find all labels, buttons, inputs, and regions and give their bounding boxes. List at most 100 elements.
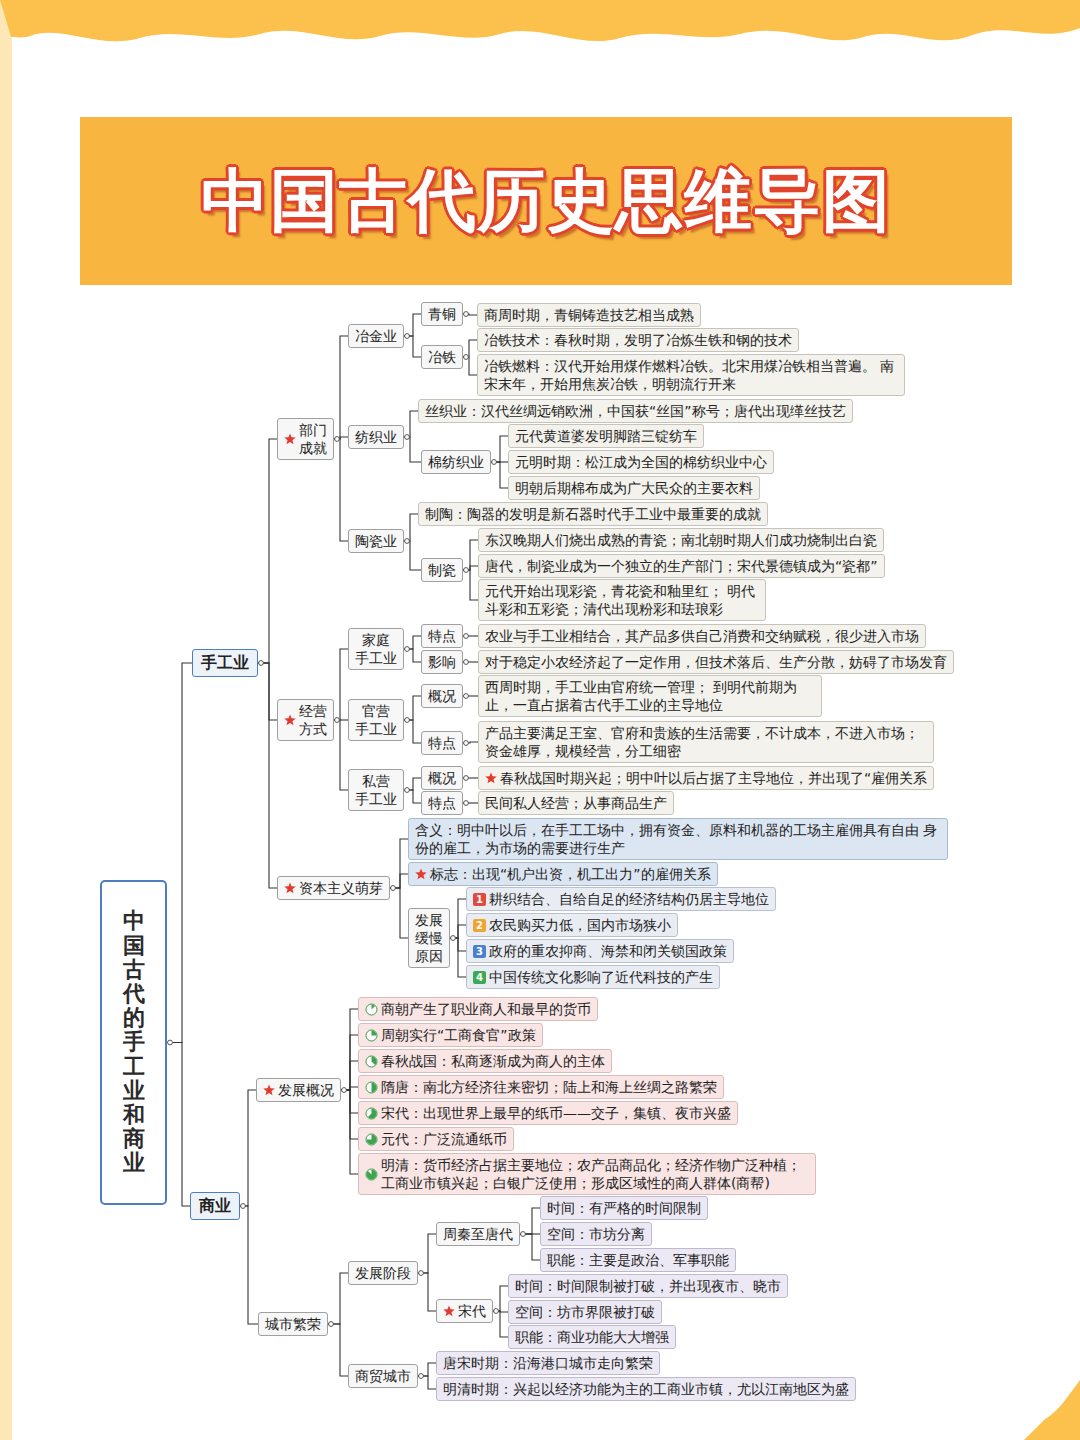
- topic-box: 周秦至唐代: [436, 1222, 520, 1246]
- fact-box: 冶铁燃料：汉代开始用煤作燃料冶铁。北宋用煤冶铁相当普遍。 南宋末年，开始用焦炭冶…: [477, 354, 905, 396]
- concept-box: 标志：出现“机户出资，机工出力”的雇佣关系: [408, 862, 718, 886]
- progress-ring: [366, 1030, 377, 1041]
- node-text: 空间：市坊分离: [547, 1225, 645, 1243]
- node-text: 时间：有严格的时间限制: [547, 1199, 701, 1217]
- detail-box: 唐宋时期：沿海港口城市走向繁荣: [436, 1351, 660, 1375]
- fact-box: 元明时期：松江成为全国的棉纺织业中心: [508, 450, 774, 474]
- branch-connector: [334, 720, 348, 790]
- star-shape: [415, 868, 426, 879]
- joint-dot: [419, 1374, 424, 1379]
- node-text: 制瓷: [428, 561, 456, 579]
- joint-dot: [241, 1204, 246, 1209]
- main-branch: 手工业: [192, 649, 258, 678]
- node-text: 空间：坊市界限被打破: [515, 1303, 655, 1321]
- joint-dot: [419, 1271, 424, 1276]
- branch-connector: [328, 1273, 348, 1324]
- fact-box: 西周时期，手工业由官府统一管理； 到明代前期为止，一直占据着古代手工业的主导地位: [478, 675, 822, 717]
- node-text: 民间私人经营；从事商品生产: [485, 794, 667, 812]
- fact-box: 唐代，制瓷业成为一个独立的生产部门；宋代景德镇成为“瓷都”: [478, 554, 885, 578]
- branch-connector: [404, 437, 421, 462]
- history-box: 明清：货币经济占据主要地位；农产品商品化；经济作物广泛种植； 工商业市镇兴起；白…: [358, 1153, 816, 1195]
- progress-ring: [366, 1004, 377, 1015]
- joint-dot: [405, 788, 410, 793]
- node-text: 时间：时间限制被打破，并出现夜市、晓市: [515, 1277, 781, 1295]
- progress-ring: [366, 1082, 377, 1093]
- progress-pie: [372, 1082, 377, 1092]
- branch-connector: [450, 899, 466, 938]
- node-text: 政府的重农抑商、海禁和闭关锁国政策: [489, 942, 727, 960]
- branch-connector: [493, 1286, 508, 1311]
- node-text: 农业与手工业相结合，其产品多供自己消费和交纳赋税，很少进入市场: [485, 627, 919, 645]
- fact-box: 明朝后期棉布成为广大民众的主要衣料: [508, 476, 760, 500]
- node-text: 特点: [428, 627, 456, 645]
- topic-box: 部门 成就: [277, 418, 334, 460]
- topic-box: 发展阶段: [348, 1261, 418, 1285]
- node-text: 手工业: [201, 653, 249, 674]
- history-box: 隋唐：南北方经济往来密切；陆上和海上丝绸之路繁荣: [358, 1075, 724, 1099]
- node-text: 官营 手工业: [355, 702, 397, 738]
- topic-box: 特点: [421, 731, 463, 755]
- branch-connector: [418, 1234, 436, 1273]
- topic-box: 纺织业: [348, 425, 404, 449]
- progress-icon: [365, 1003, 378, 1016]
- reason-box: 1耕织结合、自给自足的经济结构仍居主导地位: [466, 887, 776, 911]
- star-shape: [284, 882, 295, 893]
- node-text: 概况: [428, 769, 456, 787]
- node-text: 产品主要满足王室、官府和贵族的生活需要，不计成本，不进入市场； 资金雄厚，规模经…: [485, 724, 927, 760]
- branch-connector: [328, 1324, 348, 1376]
- node-text: 标志：出现“机户出资，机工出力”的雇佣关系: [430, 865, 711, 883]
- progress-icon: [365, 1107, 378, 1120]
- branch-connector: [341, 1061, 358, 1090]
- joint-dot: [492, 460, 497, 465]
- node-text: 西周时期，手工业由官府统一管理； 到明代前期为止，一直占据着古代手工业的主导地位: [485, 678, 815, 714]
- branch-connector: [404, 541, 421, 570]
- fact-box: 元代开始出现彩瓷，青花瓷和釉里红； 明代斗彩和五彩瓷；清代出现粉彩和珐琅彩: [478, 579, 766, 621]
- topic-box: 概况: [421, 684, 463, 708]
- topic-box: 特点: [421, 624, 463, 648]
- joint-dot: [464, 694, 469, 699]
- node-text: 元代黄道婆发明脚踏三锭纺车: [515, 427, 697, 445]
- node-text: 制陶：陶器的发明是新石器时代手工业中最重要的成就: [425, 505, 761, 523]
- number-badge: 1: [473, 893, 486, 906]
- node-text: 部门 成就: [299, 421, 327, 457]
- branch-connector: [341, 1090, 358, 1174]
- torn-corner: [1024, 1380, 1080, 1440]
- branch-connector: [493, 1311, 508, 1337]
- topic-box: 发展概况: [256, 1078, 341, 1102]
- node-text: 春秋战国时期兴起；明中叶以后占据了主导地位，并出现了“雇佣关系: [500, 769, 927, 787]
- node-text: 明清：货币经济占据主要地位；农产品商品化；经济作物广泛种植； 工商业市镇兴起；白…: [381, 1156, 809, 1192]
- star-icon: [415, 868, 427, 880]
- topic-box: 城市繁荣: [258, 1312, 328, 1336]
- node-text: 冶铁燃料：汉代开始用煤作燃料冶铁。北宋用煤冶铁相当普遍。 南宋末年，开始用焦炭冶…: [484, 357, 898, 393]
- node-text: 宋代：出现世界上最早的纸币——交子，集镇、夜市兴盛: [381, 1104, 731, 1122]
- branch-connector: [258, 439, 277, 663]
- number-badge: 4: [473, 971, 486, 984]
- joint-dot: [168, 1040, 173, 1045]
- history-box: 宋代：出现世界上最早的纸币——交子，集镇、夜市兴盛: [358, 1101, 738, 1125]
- node-text: 青铜: [428, 305, 456, 323]
- topic-box: 影响: [421, 650, 463, 674]
- node-text: 棉纺织业: [428, 453, 484, 471]
- history-box: 春秋战国：私商逐渐成为商人的主体: [358, 1049, 612, 1073]
- node-text: 明清时期：兴起以经济功能为主的工商业市镇，尤以江南地区为盛: [443, 1380, 849, 1398]
- fact-box: 产品主要满足王室、官府和贵族的生活需要，不计成本，不进入市场； 资金雄厚，规模经…: [478, 721, 934, 763]
- progress-ring: [366, 1134, 377, 1145]
- fact-box: 商周时期，青铜铸造技艺相当成熟: [477, 303, 701, 327]
- joint-dot: [464, 741, 469, 746]
- node-text: 隋唐：南北方经济往来密切；陆上和海上丝绸之路繁荣: [381, 1078, 717, 1096]
- branch-connector: [258, 663, 277, 720]
- topic-box: 陶瓷业: [348, 529, 404, 553]
- branch-connector: [450, 938, 466, 977]
- branch-connector: [418, 1273, 436, 1311]
- branch-connector: [463, 570, 478, 600]
- progress-ring: [366, 1056, 377, 1067]
- node-text: 宋代: [458, 1302, 486, 1320]
- fact-box: 冶铁技术：春秋时期，发明了冶炼生铁和钢的技术: [477, 328, 799, 352]
- progress-pie: [368, 1108, 377, 1118]
- detail-box: 明清时期：兴起以经济功能为主的工商业市镇，尤以江南地区为盛: [436, 1377, 856, 1401]
- topic-box: 商贸城市: [348, 1364, 418, 1388]
- star-icon: [443, 1305, 455, 1317]
- joint-dot: [405, 435, 410, 440]
- fact-box: 东汉晚期人们烧出成熟的青瓷；南北朝时期人们成功烧制出白瓷: [478, 528, 884, 552]
- branch-connector: [404, 720, 421, 743]
